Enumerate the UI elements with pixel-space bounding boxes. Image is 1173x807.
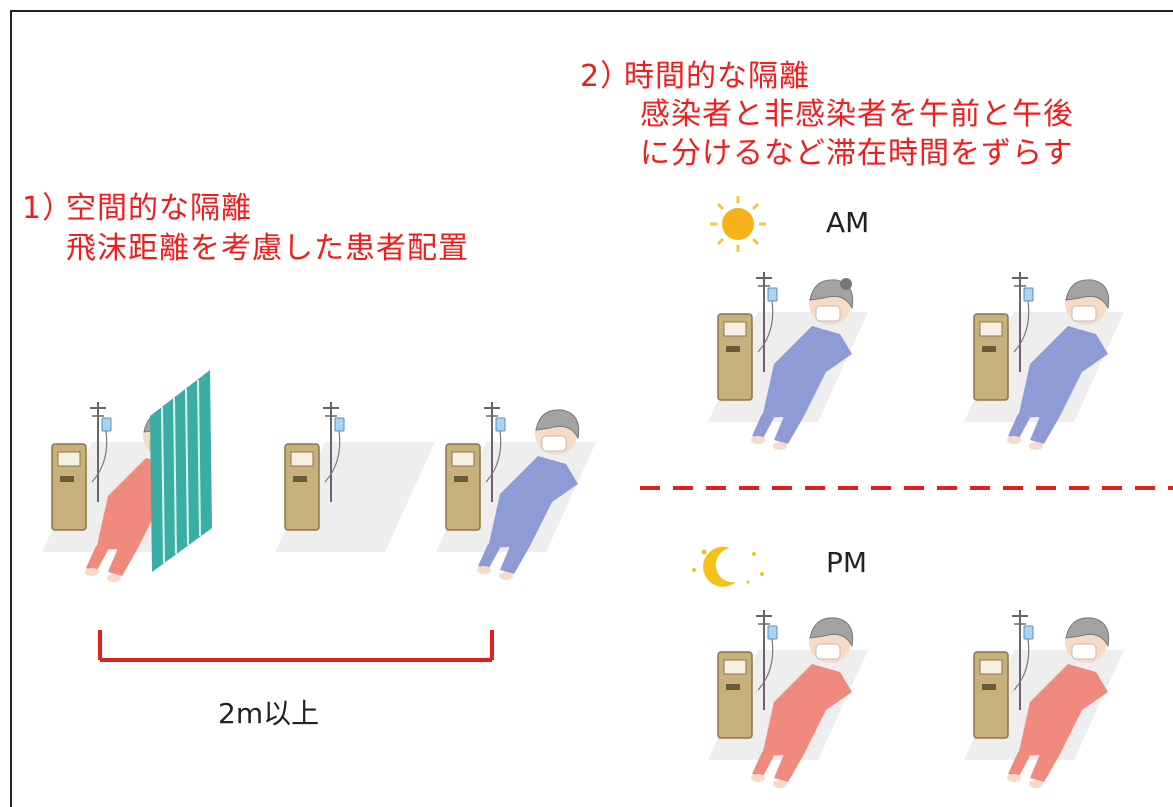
hair-bun [840, 278, 852, 290]
partition-screen [150, 370, 212, 572]
am-station-2 [963, 271, 1125, 451]
section1-title: 空間的な隔離 [66, 191, 252, 226]
section1-number: 1） [22, 191, 74, 226]
partition-stripes [161, 379, 201, 564]
station-uninfected [435, 401, 597, 581]
diagram-frame [10, 10, 1173, 807]
distance-bracket [98, 630, 494, 662]
pm-station-1 [707, 609, 869, 789]
section1-heading: 1）空間的な隔離 [22, 190, 252, 228]
distance-label: 2m以上 [218, 697, 320, 730]
sun-icon [710, 196, 766, 252]
section2-description-line1: 感染者と非感染者を午前と午後 [640, 97, 1074, 132]
section2-title: 時間的な隔離 [624, 59, 810, 94]
section1-description: 飛沫距離を考慮した患者配置 [66, 231, 469, 266]
section2-number: 2） [580, 59, 632, 94]
station-infected-partitioned [41, 370, 212, 583]
section2-heading: 2）時間的な隔離 [580, 58, 810, 96]
am-label: AM [826, 206, 870, 239]
pm-station-2 [963, 609, 1125, 789]
pm-label: PM [826, 546, 868, 579]
am-station-1 [707, 271, 869, 451]
moon-icon [692, 546, 764, 587]
station-empty [274, 401, 436, 553]
section2-description-line2: に分けるなど滞在時間をずらす [640, 136, 1074, 171]
